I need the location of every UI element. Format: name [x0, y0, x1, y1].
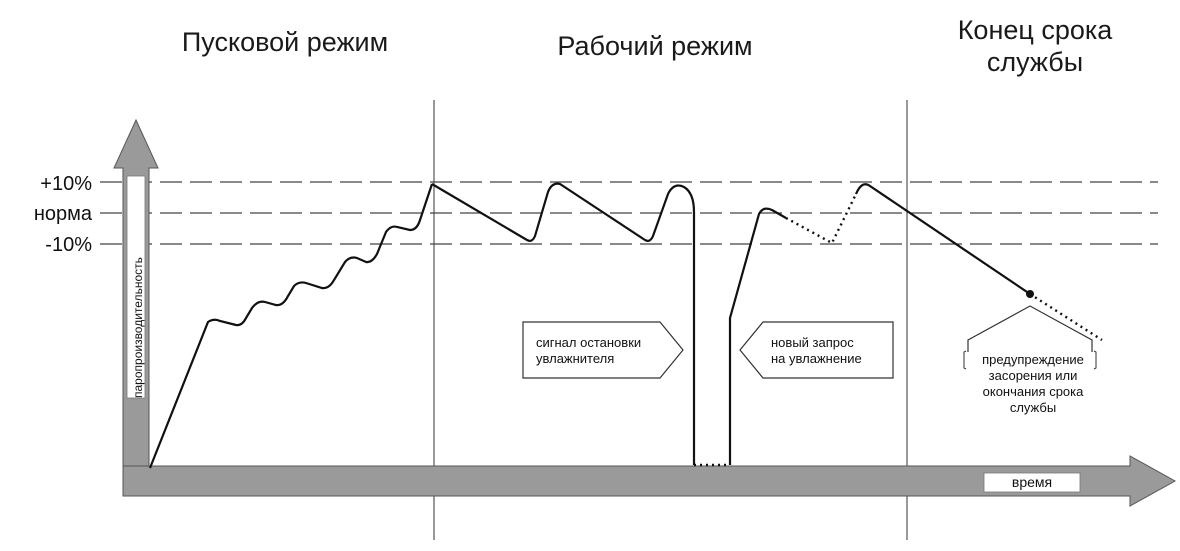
new-request-text: новый запрос на увлажнение: [771, 335, 862, 366]
end-of-life-curve: [854, 183, 1031, 295]
x-axis-arrow: [122, 455, 1177, 507]
startup-curve: [148, 183, 434, 469]
x-label-box: [983, 472, 1081, 493]
restart-curve: [728, 207, 787, 465]
level-norm-label: норма: [33, 203, 92, 225]
stop-signal-callout: [522, 321, 684, 379]
level-minus10-label: -10%: [45, 234, 92, 256]
end-of-life-dots: [1029, 292, 1103, 342]
phase-working-label: Рабочий режим: [557, 31, 753, 61]
working-curve: [431, 182, 696, 465]
warning-text: предупреждение засорения или окончания с…: [982, 352, 1084, 415]
warning-bracket-right: [1093, 350, 1097, 370]
warning-bracket-left: [963, 350, 967, 370]
stop-signal-text: сигнал остановки увлажнителя: [536, 335, 642, 366]
y-label-box: [126, 175, 146, 399]
degraded-dots-1: [785, 193, 858, 245]
new-request-callout: [739, 321, 894, 379]
phase-end-of-life-label: Конец срока службы: [957, 15, 1113, 77]
y-axis-label: паропроизводительность: [131, 257, 145, 398]
level-plus10-label: +10%: [40, 173, 92, 195]
phase-startup-label: Пусковой режим: [181, 27, 389, 57]
x-axis-label: время: [1011, 474, 1053, 490]
warning-point: [1026, 290, 1034, 298]
warning-callout: [967, 305, 1093, 352]
